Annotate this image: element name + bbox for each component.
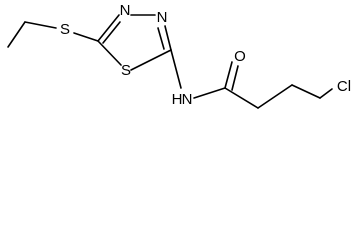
bond-ring-n3-c2-double <box>157 27 165 50</box>
atom-label-n-ring-left: N <box>120 2 131 19</box>
bond-carbonyl-ch2 <box>224 87 259 109</box>
bond-ring-n3-c2 <box>164 25 172 51</box>
bond-ring-c5-n4 <box>97 14 120 42</box>
atom-label-o: O <box>234 48 246 65</box>
molecule-diagram: S N N S N H O Cl <box>7 2 351 109</box>
atom-label-cl: Cl <box>337 78 351 95</box>
bond-nh-carbonyl <box>193 87 226 99</box>
bond-ring-s1-c5 <box>97 40 122 66</box>
bond-ethyl-ch2-s <box>24 21 57 29</box>
bond-ch2-ch2-cl <box>291 84 321 99</box>
bond-ring-c5-n4-double <box>102 21 121 44</box>
atom-label-h-amide: H <box>172 91 183 108</box>
bond-ring-c2-s1 <box>130 49 172 71</box>
atom-label-n-ring-right: N <box>157 9 168 26</box>
atom-label-s-ethyl: S <box>60 21 70 38</box>
atom-label-s-ring: S <box>121 62 131 79</box>
bond-ch2-ch2 <box>257 84 293 109</box>
bond-ethyl-ch3-ch2 <box>7 21 26 48</box>
bond-s-ring-carbon <box>73 32 99 42</box>
atom-label-n-amide: N <box>182 91 193 108</box>
bond-carbonyl-o <box>224 61 233 89</box>
bond-carbonyl-o-double <box>231 65 239 91</box>
bond-to-cl <box>319 88 333 99</box>
bond-c2-nh <box>170 49 182 89</box>
